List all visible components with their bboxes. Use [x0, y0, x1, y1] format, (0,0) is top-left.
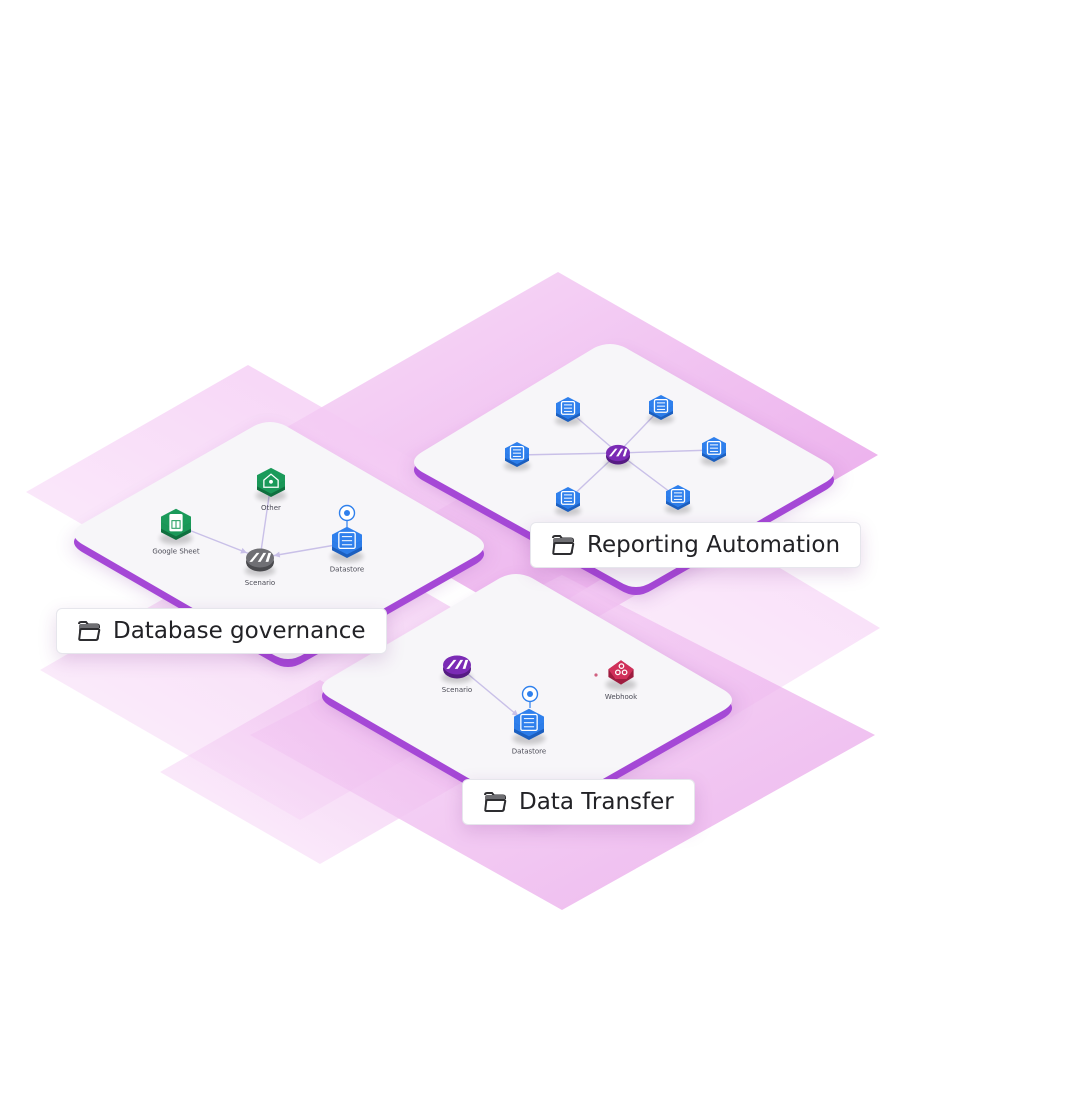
- node-datastore[interactable]: [647, 395, 675, 424]
- node-label: Datastore: [330, 566, 364, 574]
- node-datastore[interactable]: [664, 485, 692, 514]
- connection-arrow: [273, 551, 281, 558]
- node-webhook[interactable]: Webhook: [605, 660, 638, 701]
- datastore-icon: [560, 490, 576, 505]
- pin-marker-icon: [338, 504, 356, 527]
- node-label: Webhook: [605, 693, 638, 701]
- folder-tag-reporting-automation[interactable]: Reporting Automation: [530, 522, 862, 568]
- node-label: Google Sheet: [152, 548, 199, 556]
- datastore-icon: [670, 488, 686, 503]
- folder-icon: [552, 535, 575, 555]
- node-label: Scenario: [442, 686, 472, 694]
- node-other-app[interactable]: Other: [255, 467, 287, 512]
- folder-tag-label: Database governance: [113, 618, 366, 644]
- datastore-icon: [338, 531, 356, 549]
- folder-icon: [484, 792, 507, 812]
- google-sheet-icon: [169, 514, 183, 532]
- pin-marker-icon: [521, 685, 539, 708]
- connection-arrow: [240, 547, 247, 554]
- node-datastore[interactable]: [554, 397, 582, 426]
- connection-arrow: [511, 709, 519, 717]
- node-make-logo[interactable]: Scenario: [244, 548, 276, 587]
- node-label: Other: [261, 504, 281, 512]
- node-datastore[interactable]: [700, 437, 728, 466]
- connection-line: [516, 452, 619, 456]
- node-make-logo[interactable]: [604, 444, 632, 469]
- webhook-dot: [594, 673, 598, 677]
- datastore-icon: [706, 440, 722, 455]
- node-label: Datastore: [512, 748, 546, 756]
- node-datastore[interactable]: Datastore: [330, 526, 364, 574]
- folder-tag-label: Reporting Automation: [587, 532, 841, 558]
- node-datastore[interactable]: [554, 487, 582, 516]
- node-google-sheet[interactable]: Google Sheet: [152, 508, 200, 556]
- datastore-icon: [560, 400, 576, 415]
- node-datastore[interactable]: Datastore: [512, 708, 546, 756]
- datastore-icon: [653, 398, 669, 413]
- folder-tag-label: Data Transfer: [519, 789, 674, 815]
- card-database-face: [74, 422, 484, 659]
- node-make-logo[interactable]: Scenario: [441, 655, 473, 694]
- other-app-icon: [263, 473, 279, 488]
- make-logo-icon: [608, 448, 628, 457]
- folder-icon: [78, 621, 101, 641]
- node-label: Scenario: [245, 579, 275, 587]
- folder-tag-database-governance[interactable]: Database governance: [56, 608, 387, 654]
- datastore-icon: [520, 713, 538, 731]
- connection-line: [617, 449, 715, 454]
- reporting-nodes: [503, 395, 728, 516]
- webhook-icon: [614, 663, 628, 676]
- datastore-icon: [509, 445, 525, 460]
- node-datastore[interactable]: [503, 442, 531, 471]
- folder-tag-data-transfer[interactable]: Data Transfer: [462, 779, 695, 825]
